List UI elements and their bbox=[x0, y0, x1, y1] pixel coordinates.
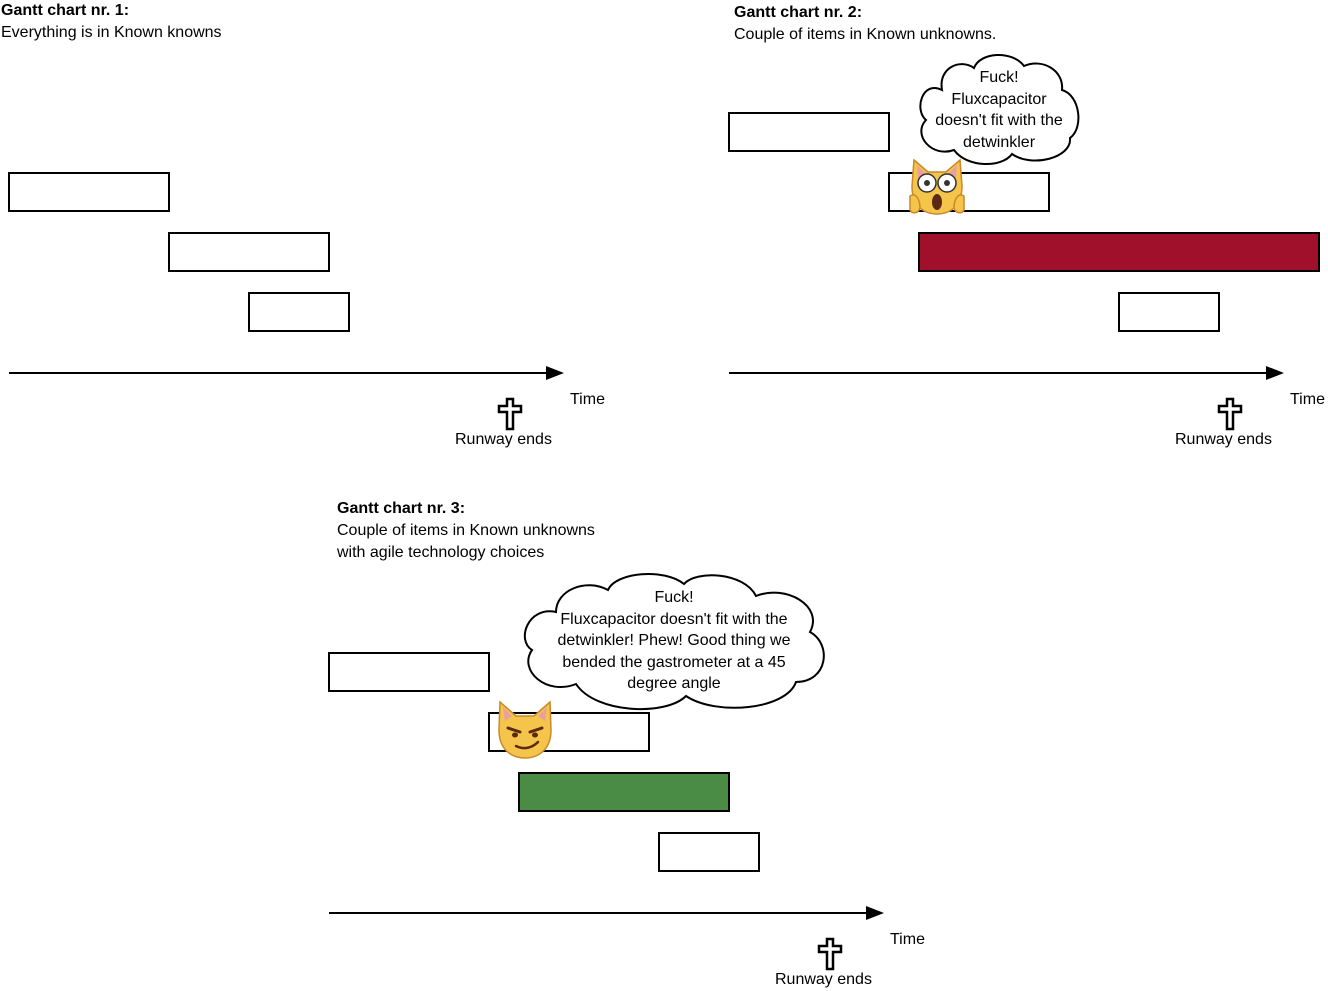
chart3-cross-icon bbox=[817, 937, 843, 971]
chart3-title-block: Gantt chart nr. 3: Couple of items in Kn… bbox=[337, 498, 595, 564]
chart2-title: Gantt chart nr. 2: bbox=[734, 4, 863, 21]
chart1-task-bar-2 bbox=[168, 232, 330, 272]
chart2-cloud-line-1: Fuck! bbox=[979, 69, 1019, 86]
chart3-cloud-line-3: detwinkler! Phew! Good thing we bbox=[557, 632, 791, 649]
smirking-cat-icon bbox=[498, 700, 552, 759]
chart2-overrun-bar bbox=[918, 232, 1320, 272]
chart1-subtitle: Everything is in Known knowns bbox=[1, 24, 222, 41]
chart3-agile-bar bbox=[518, 772, 730, 812]
chart2-cross-icon bbox=[1217, 397, 1243, 431]
chart2-time-label: Time bbox=[1290, 391, 1325, 408]
chart3-cloud-line-4: bended the gastrometer at a 45 bbox=[562, 653, 786, 671]
chart3-time-axis bbox=[329, 912, 869, 914]
chart1-task-bar-1 bbox=[8, 172, 170, 212]
chart2-cloud-line-3: doesn't fit with the bbox=[935, 112, 1063, 129]
scared-cat-icon bbox=[909, 158, 965, 215]
chart1-title-block: Gantt chart nr. 1: Everything is in Know… bbox=[1, 0, 222, 44]
chart2-axis-arrowhead bbox=[1266, 366, 1284, 380]
chart2-task-bar-4 bbox=[1118, 292, 1220, 332]
chart2-time-axis bbox=[729, 372, 1269, 374]
chart2-runway-label: Runway ends bbox=[1175, 431, 1272, 448]
chart3-subtitle-line-1: Couple of items in Known unknowns bbox=[337, 522, 595, 539]
chart3-task-bar-4 bbox=[658, 832, 760, 872]
chart1-time-label: Time bbox=[570, 391, 605, 408]
chart2-subtitle: Couple of items in Known unknowns. bbox=[734, 26, 997, 43]
chart2-task-bar-1 bbox=[728, 112, 890, 152]
chart3-cloud-text: Fuck! Fluxcapacitor doesn't fit with the… bbox=[536, 587, 812, 695]
chart2-cloud-line-4: detwinkler bbox=[962, 133, 1036, 151]
chart3-thought-cloud bbox=[523, 573, 825, 711]
chart3-cloud-line-1: Fuck! bbox=[654, 589, 694, 606]
chart1-time-axis bbox=[9, 372, 549, 374]
chart2-thought-cloud bbox=[919, 53, 1080, 166]
chart3-title: Gantt chart nr. 3: bbox=[337, 500, 466, 517]
chart3-runway-label: Runway ends bbox=[775, 971, 872, 988]
chart3-subtitle-line-2: with agile technology choices bbox=[337, 544, 545, 561]
chart3-cloud-line-5: degree angle bbox=[627, 675, 721, 692]
chart1-task-bar-3 bbox=[248, 292, 350, 332]
chart3-axis-arrowhead bbox=[866, 906, 884, 920]
chart2-cloud-text: Fuck! Fluxcapacitor doesn't fit with the… bbox=[918, 67, 1080, 153]
chart2-title-block: Gantt chart nr. 2: Couple of items in Kn… bbox=[734, 2, 996, 46]
chart2-cloud-line-2: Fluxcapacitor bbox=[951, 90, 1047, 108]
chart1-axis-arrowhead bbox=[546, 366, 564, 380]
chart3-cloud-line-2: Fluxcapacitor doesn't fit with the bbox=[560, 610, 788, 628]
chart1-runway-label: Runway ends bbox=[455, 431, 552, 448]
chart3-task-bar-1 bbox=[328, 652, 490, 692]
chart1-cross-icon bbox=[497, 397, 523, 431]
chart1-title: Gantt chart nr. 1: bbox=[1, 2, 130, 19]
chart3-time-label: Time bbox=[890, 931, 925, 948]
